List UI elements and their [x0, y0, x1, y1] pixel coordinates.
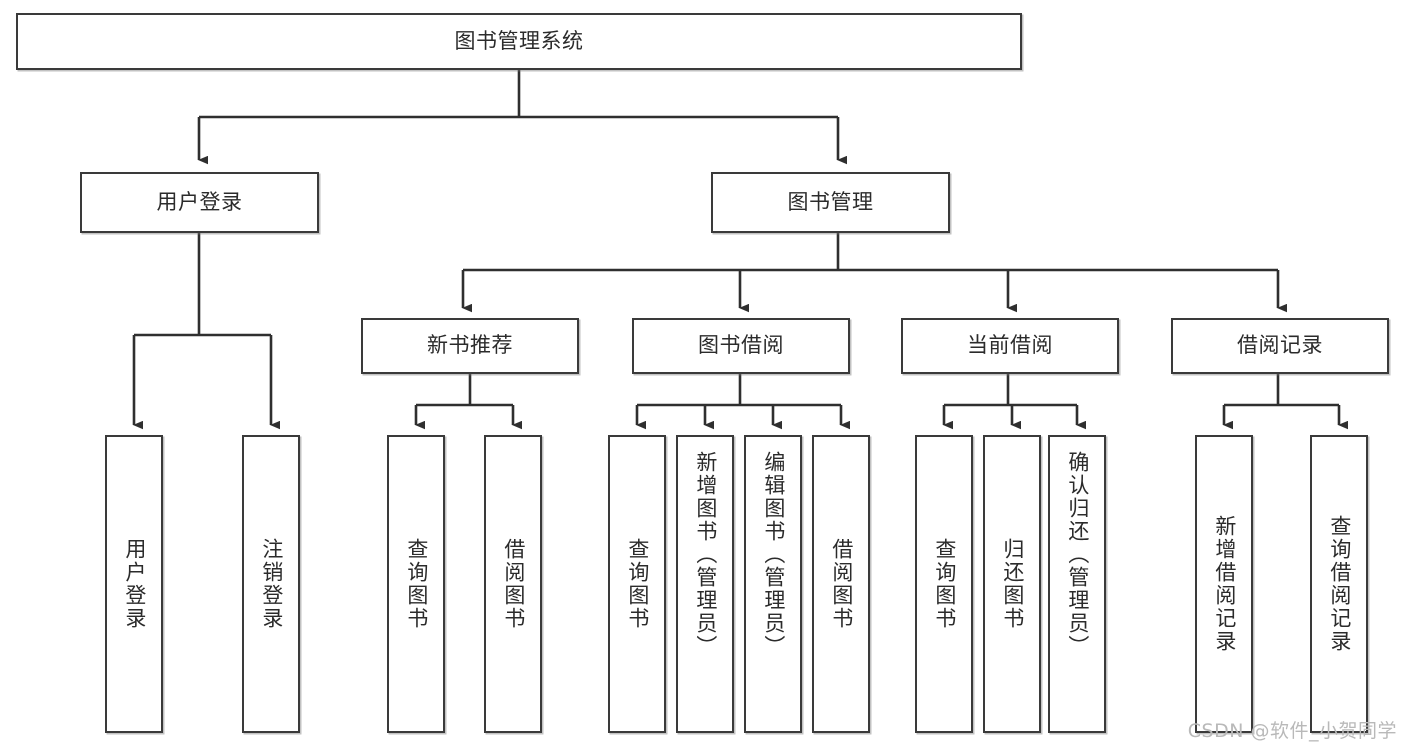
leaf-confirm-return-label: 确认归还（管理员）: [1065, 451, 1090, 658]
node-root[interactable]: 图书管理系统: [16, 13, 1022, 70]
leaf-query-book-3[interactable]: 查询图书: [915, 435, 973, 733]
node-current-borrow[interactable]: 当前借阅: [901, 318, 1119, 374]
leaf-logout-login-label: 注销登录: [259, 538, 284, 630]
leaf-return-book-label: 归还图书: [1000, 538, 1025, 630]
leaf-query-book-1[interactable]: 查询图书: [387, 435, 445, 733]
leaf-confirm-return[interactable]: 确认归还（管理员）: [1048, 435, 1106, 733]
leaf-query-book-2-label: 查询图书: [625, 538, 650, 630]
leaf-query-book-2[interactable]: 查询图书: [608, 435, 666, 733]
node-borrow-record-label: 借阅记录: [1237, 333, 1323, 358]
node-new-book-recommend[interactable]: 新书推荐: [361, 318, 579, 374]
leaf-borrow-book-2[interactable]: 借阅图书: [812, 435, 870, 733]
node-new-book-recommend-label: 新书推荐: [427, 333, 513, 358]
leaf-return-book[interactable]: 归还图书: [983, 435, 1041, 733]
leaf-logout-login[interactable]: 注销登录: [242, 435, 300, 733]
leaf-borrow-book-2-label: 借阅图书: [829, 538, 854, 630]
leaf-query-record[interactable]: 查询借阅记录: [1310, 435, 1368, 733]
leaf-add-book-label: 新增图书（管理员）: [693, 451, 718, 658]
leaf-add-record-label: 新增借阅记录: [1212, 515, 1237, 653]
leaf-query-book-3-label: 查询图书: [932, 538, 957, 630]
leaf-borrow-book-1-label: 借阅图书: [501, 538, 526, 630]
leaf-query-record-label: 查询借阅记录: [1327, 515, 1352, 653]
leaf-user-login-label: 用户登录: [122, 538, 147, 630]
leaf-add-book[interactable]: 新增图书（管理员）: [676, 435, 734, 733]
leaf-query-book-1-label: 查询图书: [404, 538, 429, 630]
node-user-login[interactable]: 用户登录: [80, 172, 319, 233]
leaf-add-record[interactable]: 新增借阅记录: [1195, 435, 1253, 733]
node-user-login-label: 用户登录: [156, 189, 243, 214]
leaf-edit-book[interactable]: 编辑图书（管理员）: [744, 435, 802, 733]
leaf-user-login[interactable]: 用户登录: [105, 435, 163, 733]
node-book-management-label: 图书管理: [787, 189, 874, 214]
watermark: CSDN @软件_小贺同学: [1187, 720, 1397, 742]
node-book-management[interactable]: 图书管理: [711, 172, 950, 233]
node-root-label: 图书管理系统: [454, 28, 584, 53]
node-borrow-record[interactable]: 借阅记录: [1171, 318, 1389, 374]
leaf-borrow-book-1[interactable]: 借阅图书: [484, 435, 542, 733]
node-current-borrow-label: 当前借阅: [967, 333, 1053, 358]
leaf-edit-book-label: 编辑图书（管理员）: [761, 451, 786, 658]
node-book-borrow-label: 图书借阅: [698, 333, 784, 358]
node-book-borrow[interactable]: 图书借阅: [632, 318, 850, 374]
